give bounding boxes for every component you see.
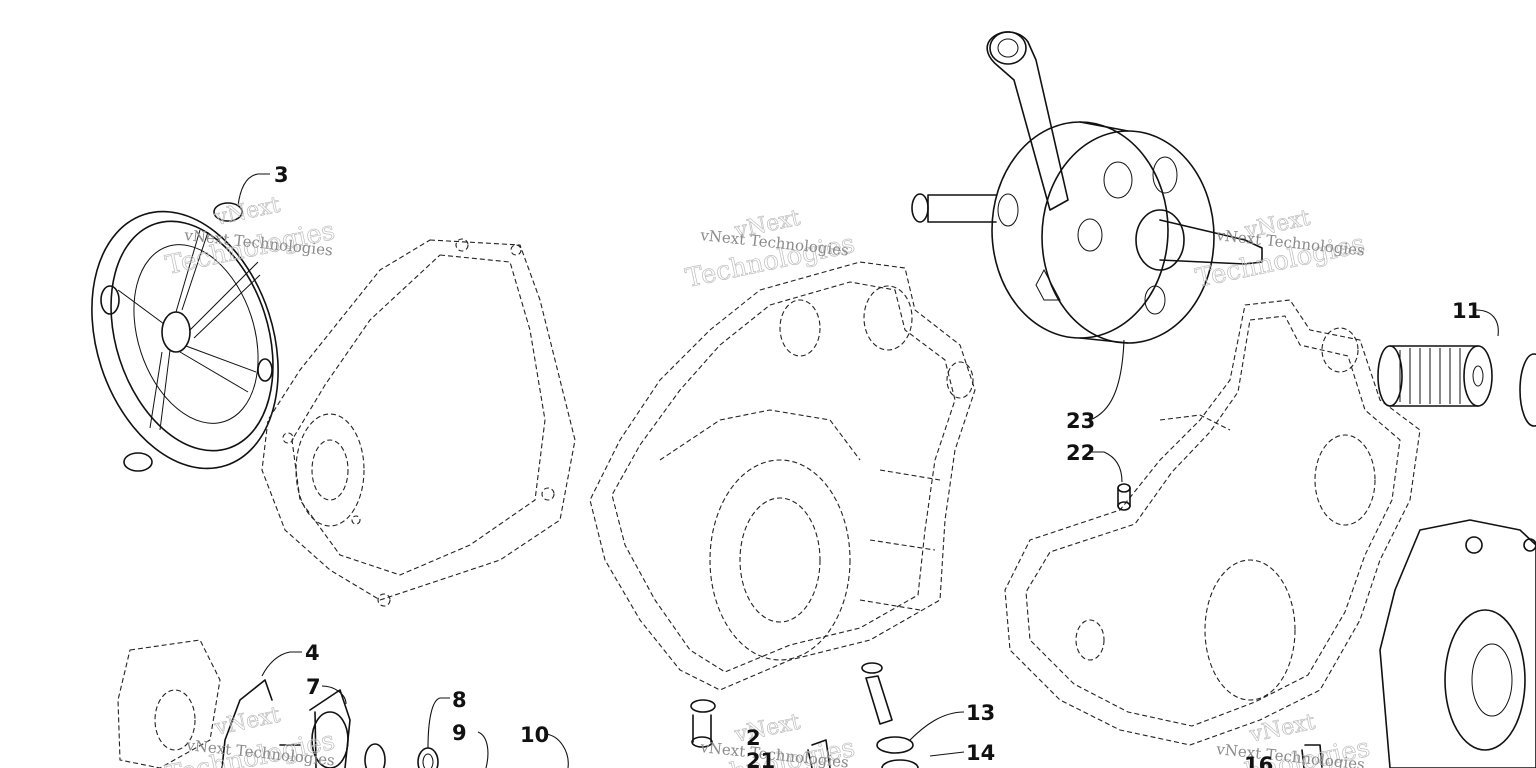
callout-22: 22 (1066, 441, 1095, 465)
watermark-word-top: vNext (212, 193, 283, 231)
leader-lines (237, 173, 1499, 768)
crankshaft-part (911, 31, 1263, 344)
callout-13: 13 (966, 701, 995, 725)
dowel-pin-part (1117, 483, 1131, 511)
callout-9: 9 (452, 721, 467, 745)
callout-3: 3 (274, 163, 289, 187)
callout-labels: 3 4 7 8 9 10 2 21 11 13 14 16 22 23 (274, 163, 1481, 768)
left-crankcase-outline (589, 261, 976, 691)
callout-16: 16 (1244, 753, 1273, 768)
watermark-word-top: vNext (1247, 710, 1318, 748)
oil-filter-part (1377, 345, 1536, 427)
right-crankcase-outline (1004, 299, 1421, 746)
callout-14: 14 (966, 741, 995, 765)
bolts-and-orings (690, 662, 1323, 768)
callout-11: 11 (1452, 299, 1481, 323)
callout-23: 23 (1066, 409, 1095, 433)
callout-10: 10 (520, 723, 549, 747)
callout-7: 7 (306, 675, 321, 699)
water-pump-parts (117, 639, 439, 768)
callout-8: 8 (452, 688, 467, 712)
watermark-word-top: vNext (212, 703, 283, 741)
clutch-cover-outline (261, 238, 576, 607)
callout-21: 21 (746, 749, 775, 768)
callout-4: 4 (305, 641, 320, 665)
callout-2: 2 (746, 726, 761, 750)
stator-cover-part (91, 202, 279, 472)
oil-filter-cover-part (1379, 519, 1536, 768)
watermark-group: vNext Technologies vNext Technologies vN… (163, 192, 1373, 768)
